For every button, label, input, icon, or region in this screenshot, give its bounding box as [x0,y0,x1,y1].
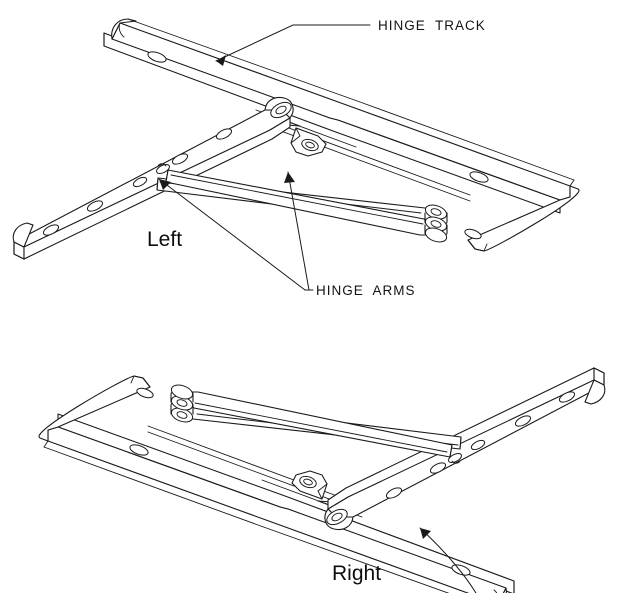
upper-assembly: HINGE TRACK HINGE ARMS Left [12,18,580,298]
callout-hinge-arms-text: HINGE ARMS [316,283,416,298]
label-right: Right [332,562,381,585]
lower-arm-pivot [170,384,194,423]
upper-long-hinge-arm [165,169,438,236]
lower-hinge-arm-leader [419,527,477,593]
callout-hinge-track: HINGE TRACK [215,18,486,66]
upper-arm-pivot [424,204,448,243]
label-left: Left [147,228,182,251]
callout-hinge-track-text: HINGE TRACK [378,18,486,33]
lower-hinge-track [38,375,515,593]
upper-hinge-track [103,18,580,252]
lower-long-hinge-arm [180,391,453,458]
callout-hinge-arms: HINGE ARMS [158,171,416,298]
upper-track-channel [255,109,471,202]
lower-track-channel [147,425,363,518]
lower-sash-bar [324,367,606,531]
lower-assembly [38,367,606,593]
